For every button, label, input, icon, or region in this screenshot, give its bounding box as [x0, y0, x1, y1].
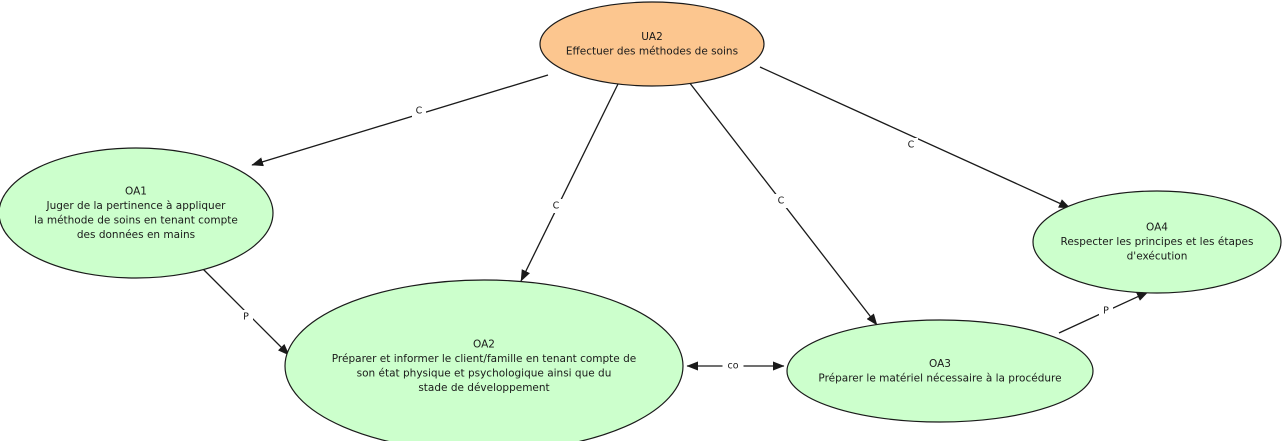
node-text-line: d'exécution: [1127, 251, 1188, 263]
edge-label: C: [553, 201, 560, 212]
edge-label-backdrop: [412, 104, 426, 118]
node-code-label: OA3: [929, 358, 951, 370]
edge-ua2-oa4[interactable]: C: [759, 66, 1071, 209]
edge-label-backdrop: [722, 359, 744, 373]
edge-oa1-oa2[interactable]: P: [201, 267, 290, 356]
edge-label-backdrop: [239, 310, 253, 324]
edge-line: [251, 74, 549, 167]
node-code-label: OA4: [1146, 222, 1168, 234]
edge-label: P: [1103, 306, 1109, 317]
edge-line: [520, 83, 619, 282]
node-code-label: OA2: [473, 338, 495, 350]
edge-label: C: [778, 196, 785, 207]
node-ellipse: [539, 1, 765, 87]
edge-label-backdrop: [1099, 304, 1113, 318]
edge-line: [759, 66, 1071, 209]
node-ellipse: [284, 279, 684, 441]
edge-label-backdrop: [549, 199, 563, 213]
edge-ua2-oa3[interactable]: C: [688, 81, 878, 326]
node-text-line: stade de développement: [418, 382, 549, 394]
node-text-line: des données en mains: [77, 229, 195, 241]
node-code-label: UA2: [641, 31, 663, 43]
node-ellipse: [1032, 190, 1282, 294]
edge-ua2-oa1[interactable]: C: [251, 74, 549, 167]
edge-label-backdrop: [904, 138, 918, 152]
node-code-label: OA1: [125, 185, 147, 197]
edge-oa3-oa4[interactable]: P: [1058, 291, 1149, 334]
node-text-line: son état physique et psychologique ainsi…: [357, 367, 612, 379]
node-text-line: Effectuer des méthodes de soins: [566, 45, 738, 57]
node-text-line: Juger de la pertinence à appliquer: [46, 200, 227, 212]
node-text-line: la méthode de soins en tenant compte: [34, 214, 238, 226]
node-text-line: Préparer le matériel nécessaire à la pro…: [818, 372, 1061, 384]
node-text-line: Respecter les principes et les étapes: [1061, 236, 1254, 248]
edge-label: co: [727, 361, 738, 372]
node-ellipse: [786, 319, 1094, 423]
edge-ua2-oa2[interactable]: C: [520, 83, 619, 282]
edge-label-backdrop: [774, 194, 788, 208]
edge-label: P: [243, 312, 249, 323]
node-text-line: Préparer et informer le client/famille e…: [332, 353, 636, 365]
node-ellipse: [0, 147, 274, 279]
edge-label: C: [416, 106, 423, 117]
edge-label: C: [908, 140, 915, 151]
edge-oa2-oa3[interactable]: co: [686, 359, 785, 373]
edges-layer: C C C C Pco P: [201, 66, 1149, 373]
